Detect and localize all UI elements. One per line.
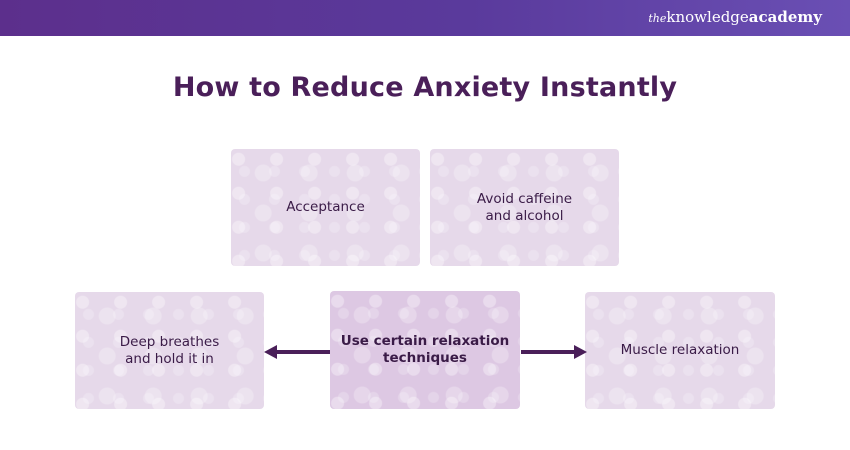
top-banner: theknowledgeacademy <box>0 0 850 36</box>
box-line: Use certain relaxation <box>340 333 510 349</box>
box-line: Deep breathes <box>119 333 220 350</box>
box-muscle-relaxation: Muscle relaxation <box>585 292 775 409</box>
box-deep-breathes: Deep breathes and hold it in <box>75 292 264 409</box>
box-line: techniques <box>383 350 467 366</box>
arrow-right <box>521 345 587 359</box>
box-line: and hold it in <box>125 350 214 367</box>
box-avoid-caffeine: Avoid caffeine and alcohol <box>430 149 619 266</box>
arrow-left <box>264 345 330 359</box>
box-acceptance: Acceptance <box>231 149 420 266</box>
box-line: Avoid caffeine <box>476 190 573 207</box>
box-line: and alcohol <box>485 207 564 224</box>
box-center-relaxation: Use certain relaxation techniques <box>330 291 520 409</box>
page-title: How to Reduce Anxiety Instantly <box>172 72 678 103</box>
brand-logo: theknowledgeacademy <box>648 8 822 26</box>
box-line: Muscle relaxation <box>620 342 740 358</box>
box-line: Acceptance <box>286 199 365 215</box>
